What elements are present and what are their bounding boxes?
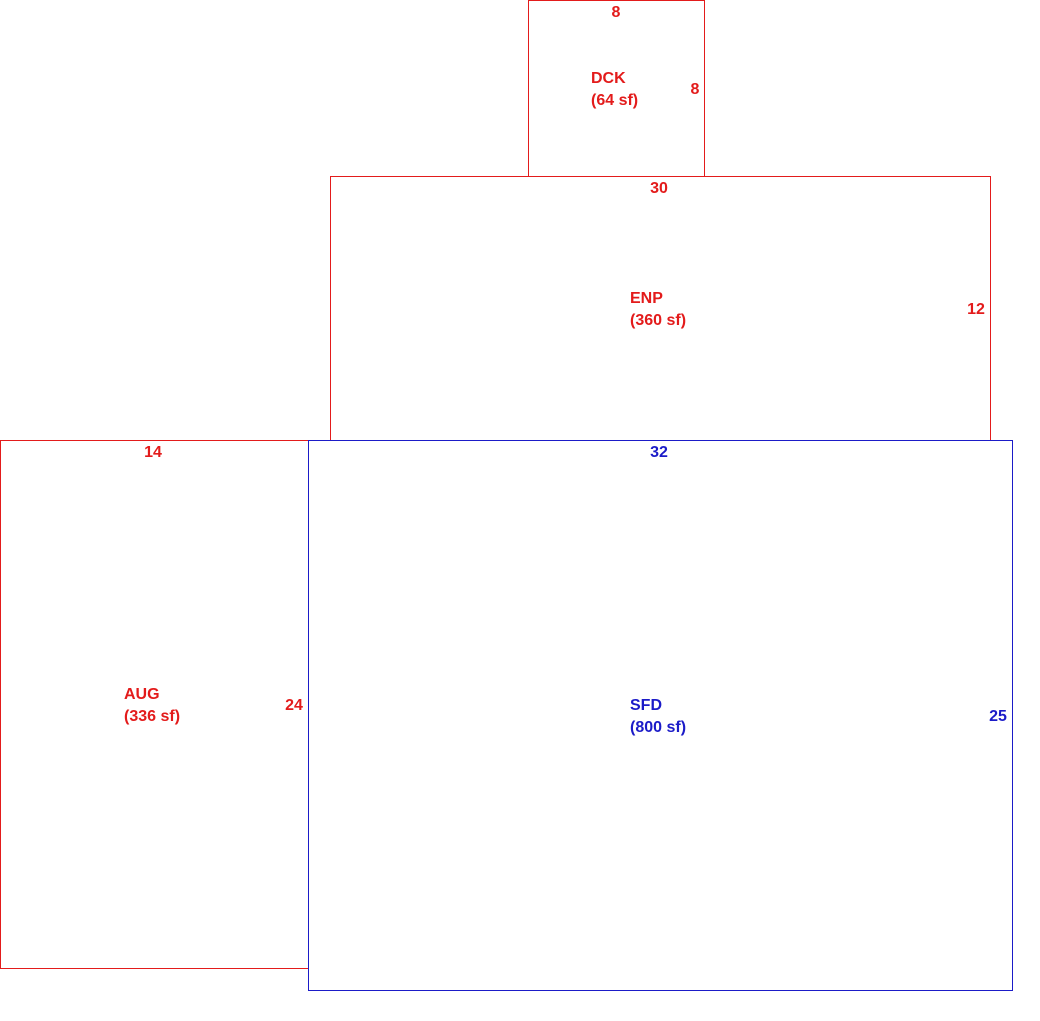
aug-top-dimension: 14 <box>144 444 162 461</box>
dck-area-label: (64 sf) <box>591 92 638 109</box>
enp-side-dimension: 12 <box>967 301 985 318</box>
aug-code-label: AUG <box>124 686 160 703</box>
area-dck: 8 8 DCK (64 sf) <box>528 0 705 177</box>
sfd-outline <box>308 440 1013 991</box>
enp-top-dimension: 30 <box>650 180 668 197</box>
sfd-area-label: (800 sf) <box>630 719 686 736</box>
aug-outline <box>0 440 309 969</box>
aug-area-label: (336 sf) <box>124 708 180 725</box>
enp-outline <box>330 176 991 441</box>
dck-top-dimension: 8 <box>612 4 621 21</box>
enp-code-label: ENP <box>630 290 663 307</box>
sfd-side-dimension: 25 <box>989 708 1007 725</box>
dck-side-dimension: 8 <box>691 81 700 98</box>
aug-side-dimension: 24 <box>285 697 303 714</box>
area-sfd: 32 25 SFD (800 sf) <box>308 440 1013 991</box>
sfd-code-label: SFD <box>630 697 662 714</box>
sfd-top-dimension: 32 <box>650 444 668 461</box>
area-enp: 30 12 ENP (360 sf) <box>330 176 991 441</box>
dck-code-label: DCK <box>591 70 626 87</box>
dck-outline <box>528 0 705 177</box>
enp-area-label: (360 sf) <box>630 312 686 329</box>
area-aug: 14 24 AUG (336 sf) <box>0 440 309 969</box>
